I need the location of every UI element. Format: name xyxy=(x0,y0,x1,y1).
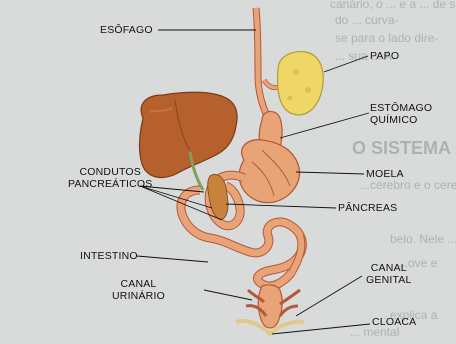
label-canal-urinario-line2: URINÁRIO xyxy=(112,290,165,302)
label-pancreas: PÂNCREAS xyxy=(338,202,397,214)
label-canal-urinario: CANAL URINÁRIO xyxy=(112,278,165,302)
label-esofago: ESÔFAGO xyxy=(100,24,153,36)
label-intestino: INTESTINO xyxy=(80,250,138,262)
gizzard xyxy=(239,140,299,203)
label-papo: PAPO xyxy=(370,50,399,62)
label-estomago-line2: QUÍMICO xyxy=(370,114,432,126)
liver xyxy=(140,92,238,177)
papo xyxy=(278,52,324,115)
label-condutos-line2: PANCREÁTICOS xyxy=(68,178,152,190)
label-canal-genital-line1: CANAL xyxy=(366,262,412,274)
label-canal-genital: CANAL GENITAL xyxy=(366,262,412,286)
label-condutos-line1: CONDUTOS xyxy=(68,166,152,178)
label-condutos-pancreaticos: CONDUTOS PANCREÁTICOS xyxy=(68,166,152,190)
label-cloaca: CLOACA xyxy=(372,316,416,328)
cloaca xyxy=(258,285,282,328)
label-canal-urinario-line1: CANAL xyxy=(112,278,165,290)
label-estomago-line1: ESTÔMAGO xyxy=(370,102,432,114)
label-moela: MOELA xyxy=(366,168,404,180)
label-estomago-quimico: ESTÔMAGO QUÍMICO xyxy=(370,102,432,126)
genital-canal xyxy=(280,290,300,304)
label-canal-genital-line2: GENITAL xyxy=(366,274,412,286)
